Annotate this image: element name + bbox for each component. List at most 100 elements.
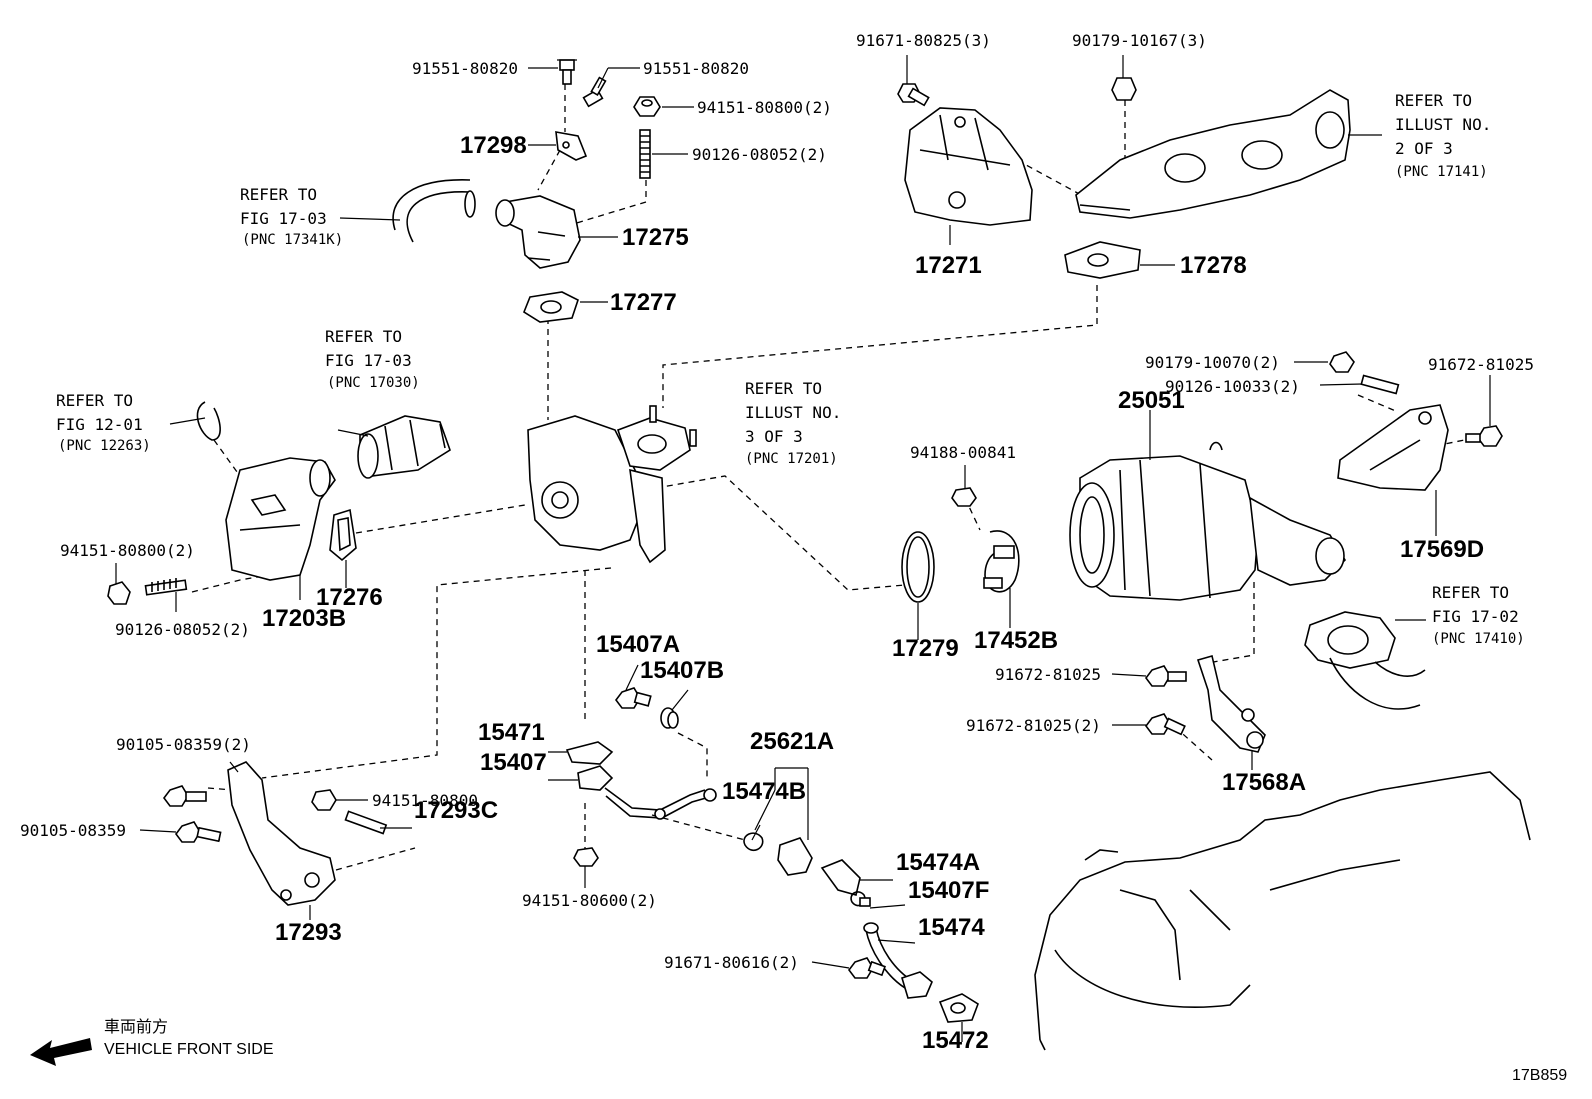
ref-fig-17-03-top: REFER TO FIG 17-03 (PNC 17341K) [240,185,343,248]
stud-90126-left-drawing [144,578,188,596]
pnc-17452b: 17452B [974,627,1058,654]
pnc-15407b: 15407B [640,657,724,684]
stud-90126-mid-drawing [1360,374,1400,395]
svg-text:REFER TO: REFER TO [56,391,133,410]
hose-17341k-drawing [392,179,476,243]
pipe-15474-drawing [863,922,933,999]
label-90105-08359-a: 90105-08359(2) [116,735,251,754]
nut-94151-bottom-drawing [311,789,337,811]
svg-text:2 OF 3: 2 OF 3 [1395,139,1453,158]
gasket-15471-drawing [565,741,614,765]
nut-94188-drawing [951,487,977,507]
nut-94151-600-drawing [573,847,599,867]
gasket-17277-drawing [523,291,579,323]
svg-text:REFER TO: REFER TO [745,379,822,398]
label-90126-08052-top: 90126-08052(2) [692,145,827,164]
pnc-15407: 15407 [480,749,547,776]
label-91672-81025-b: 91672-81025(2) [966,716,1101,735]
pnc-17278: 17278 [1180,252,1247,279]
label-91551-80820-b: 91551-80820 [643,59,749,78]
bolt-90105-b-drawing [175,821,222,843]
label-91672-81025-a: 91672-81025 [995,665,1101,684]
svg-text:REFER TO: REFER TO [1395,91,1472,110]
label-91551-80820-a: 91551-80820 [412,59,518,78]
arrow-left-icon [30,1038,92,1066]
ref-fig-17-02: REFER TO FIG 17-02 (PNC 17410) [1432,583,1525,647]
ref-fig-17-03-mid: REFER TO FIG 17-03 (PNC 17030) [325,327,420,391]
diagram-code: 17B859 [1512,1067,1567,1084]
pnc-17293: 17293 [275,919,342,946]
nut-90179-top-drawing [1111,77,1137,101]
pnc-25051: 25051 [1118,387,1185,414]
pnc-17275: 17275 [622,224,689,251]
label-91672-81025-right: 91672-81025 [1428,355,1534,374]
pnc-15472: 15472 [922,1027,989,1054]
outlet-elbow-17203b-drawing [225,457,336,581]
pnc-17569d: 17569D [1400,536,1484,563]
label-91671-80616: 91671-80616(2) [664,953,799,972]
nut-90179-mid-drawing [1329,351,1355,373]
elbow-17275-drawing [495,195,581,269]
exhaust-pipe-17410-drawing [1304,611,1426,710]
pnc-17279: 17279 [892,635,959,662]
intake-pipe-17030-drawing [357,415,451,479]
ref-illust-3of3: REFER TO ILLUST NO. 3 OF 3 (PNC 17201) [745,379,841,467]
pnc-15474: 15474 [918,914,985,941]
label-90126-10033: 90126-10033(2) [1165,377,1300,396]
svg-text:(PNC 12263): (PNC 12263) [58,438,151,454]
turbocharger-drawing [527,405,697,564]
svg-text:ILLUST NO.: ILLUST NO. [745,403,841,422]
bracket-17298-drawing [555,131,588,161]
ref-fig-12-01: REFER TO FIG 12-01 (PNC 12263) [56,391,151,454]
pnc-17276: 17276 [316,584,383,611]
engine-outline-drawing [1034,771,1531,1051]
label-90126-08052-left: 90126-08052(2) [115,620,250,639]
bolt-91672-right-drawing [1465,425,1503,447]
bolt-91671-top-drawing [897,83,930,107]
svg-text:ILLUST NO.: ILLUST NO. [1395,115,1491,134]
bolt-91551-a-drawing [557,59,577,85]
bracket-17293-drawing [227,761,336,906]
svg-text:FIG 17-03: FIG 17-03 [325,351,412,370]
pnc-17277: 17277 [610,289,677,316]
vehicle-front-label-en: VEHICLE FRONT SIDE [104,1041,274,1058]
clamp-17452b-drawing [983,530,1020,593]
pnc-15474b: 15474B [722,778,806,805]
label-94151-80800-left: 94151-80800(2) [60,541,195,560]
bolt-91672-a-drawing [1145,665,1187,687]
label-90179-10167: 90179-10167(3) [1072,31,1207,50]
pnc-17298: 17298 [460,132,527,159]
vehicle-front-indicator: 車両前方 VEHICLE FRONT SIDE [30,1018,274,1066]
svg-text:(PNC 17341K): (PNC 17341K) [242,232,343,248]
gasket-15472-drawing [938,993,979,1023]
svg-text:REFER TO: REFER TO [325,327,402,346]
svg-text:(PNC 17201): (PNC 17201) [745,451,838,467]
label-94188-00841: 94188-00841 [910,443,1016,462]
pnc-15407f: 15407F [908,877,989,904]
hose-12263-drawing [196,401,221,441]
svg-text:FIG 12-01: FIG 12-01 [56,415,143,434]
hose-25621a-drawing [777,837,813,876]
stud-17293c-drawing [344,810,388,835]
leader-lines [115,55,1491,1042]
label-90179-10070: 90179-10070(2) [1145,353,1280,372]
bracket-17568a-drawing [1196,655,1266,753]
washer-15407b-drawing [660,707,679,729]
bolt-91551-b-drawing [582,76,607,108]
label-94151-80800-top: 94151-80800(2) [697,98,832,117]
svg-text:(PNC 17030): (PNC 17030) [327,375,420,391]
pnc-17293c: 17293C [414,797,498,824]
pnc-17568a: 17568A [1222,769,1306,796]
svg-text:FIG 17-03: FIG 17-03 [240,209,327,228]
vehicle-front-label-jp: 車両前方 [104,1018,168,1036]
pnc-15474a: 15474A [896,849,980,876]
pnc-17203b: 17203B [262,605,346,632]
label-90105-08359-b: 90105-08359 [20,821,126,840]
gasket-17278-drawing [1064,241,1141,279]
oil-pipe-15407-drawing [577,765,717,820]
clip-15474b-drawing [743,832,764,852]
bracket-17569d-drawing [1337,404,1449,491]
stud-90126-top-drawing [639,129,651,179]
nut-94151-left-drawing [107,581,131,605]
